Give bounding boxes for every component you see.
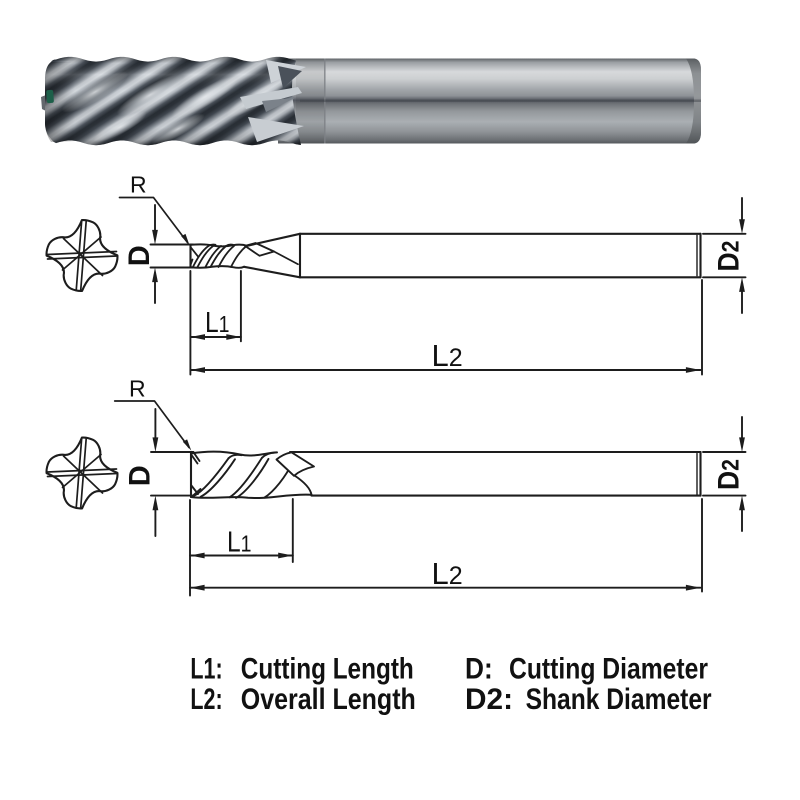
svg-text:D: D <box>123 245 156 266</box>
svg-text:L2:: L2: <box>190 683 222 716</box>
svg-text:D: D <box>124 465 157 486</box>
svg-text:D2: D2 <box>712 241 745 272</box>
svg-text:Overall Length: Overall Length <box>241 683 416 716</box>
svg-text:L1: L1 <box>205 307 230 339</box>
svg-text:Cutting Diameter: Cutting Diameter <box>509 652 708 685</box>
svg-text:L2: L2 <box>432 338 463 373</box>
svg-text:L1: L1 <box>227 526 252 558</box>
svg-text:L1:: L1: <box>190 652 222 685</box>
svg-text:R: R <box>129 376 146 402</box>
svg-text:D2:: D2: <box>465 683 513 716</box>
svg-text:Shank Diameter: Shank Diameter <box>526 683 712 716</box>
svg-text:D:: D: <box>465 652 493 685</box>
svg-text:D2: D2 <box>712 459 745 490</box>
svg-text:Cutting Length: Cutting Length <box>241 652 414 685</box>
svg-text:R: R <box>130 172 147 198</box>
svg-text:L2: L2 <box>432 556 463 591</box>
